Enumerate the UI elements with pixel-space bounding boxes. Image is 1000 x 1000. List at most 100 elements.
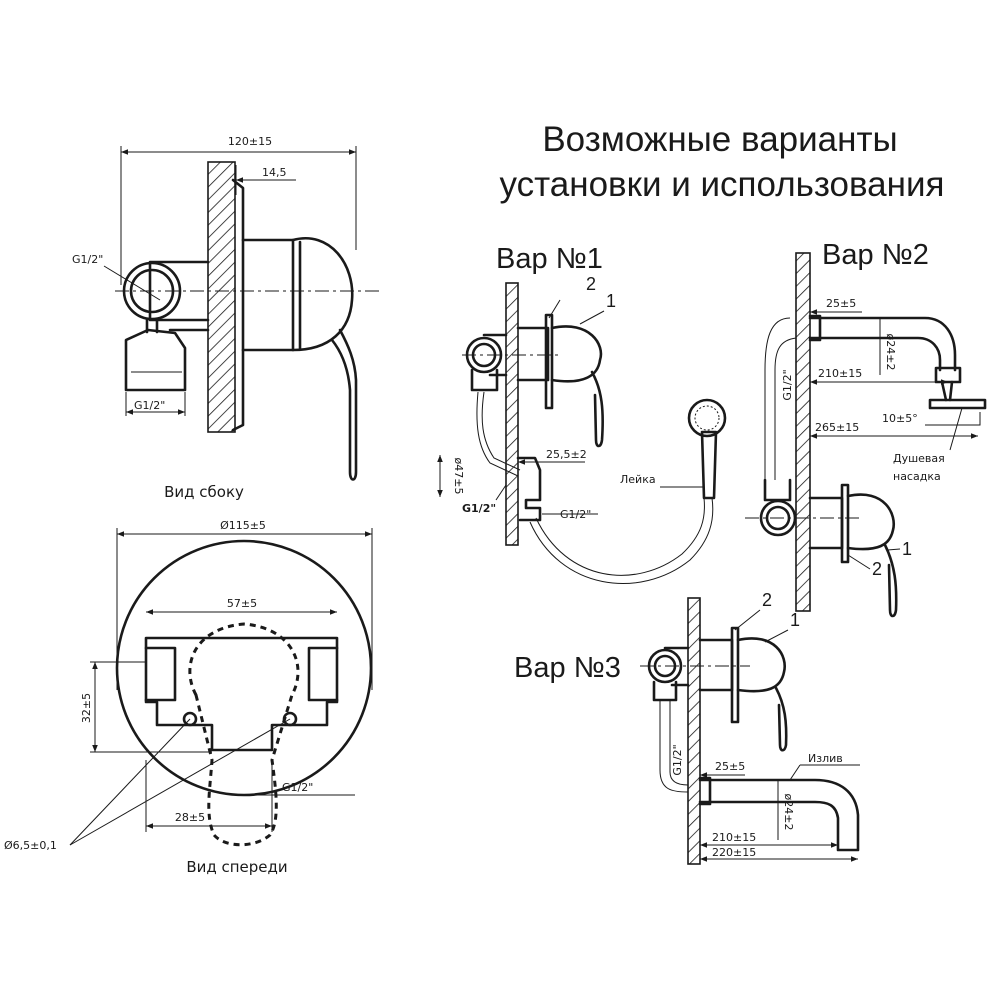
front-dim-height: 32±5 xyxy=(80,693,93,723)
variant2-lever xyxy=(883,543,898,618)
variant2-thread: G1/2" xyxy=(781,369,794,400)
side-handle-dome xyxy=(291,237,354,352)
variant2-shower-head-leader xyxy=(949,407,963,451)
variant1-shower-nozzles xyxy=(694,405,720,431)
front-outlets xyxy=(144,646,339,702)
variant3-rear xyxy=(652,646,690,702)
variant1-hose-internal xyxy=(476,391,521,477)
variant2-part2-leader xyxy=(847,554,871,570)
variant2-shower-head-2: насадка xyxy=(893,470,941,483)
variant2-angle-ref xyxy=(925,412,981,426)
variant2-shower-neck xyxy=(940,380,954,402)
side-dim-depth: 14,5 xyxy=(262,166,287,179)
variant2-part1: 1 xyxy=(902,539,912,559)
variant2-riser xyxy=(764,317,797,480)
variant1-thread-left: G1/2" xyxy=(462,502,496,515)
variant2-dim-210: 210±15 xyxy=(818,367,862,380)
variant3-collar xyxy=(698,776,712,806)
variant2-shower-plate xyxy=(928,398,987,410)
variant3-flange xyxy=(730,626,740,724)
side-flange xyxy=(231,178,245,432)
variant2-part2: 2 xyxy=(872,559,882,579)
variant1-body xyxy=(516,326,550,382)
front-body xyxy=(144,636,339,752)
variant3-lever xyxy=(774,686,788,752)
variant2-label: Вар №2 xyxy=(822,239,929,271)
variant3-wall xyxy=(687,597,701,865)
front-dim-diameter: Ø115±5 xyxy=(220,519,266,532)
variant2-dim-265: 265±15 xyxy=(815,421,859,434)
variant3-spout-leader-2 xyxy=(789,764,801,781)
variant3-part1-leader xyxy=(764,629,789,643)
variant3-label: Вар №3 xyxy=(514,652,621,684)
side-view: 120±15 14,5 G1/2" G1/2 xyxy=(72,135,380,501)
variant2-arm-top xyxy=(808,316,957,372)
variant1-thread-left-leader xyxy=(495,484,507,501)
variant3-spout-label: Излив xyxy=(808,752,843,765)
variant1-dome xyxy=(550,325,603,383)
front-hole-left xyxy=(182,711,198,727)
side-view-caption: Вид сбоку xyxy=(164,483,244,501)
side-thread-top: G1/2" xyxy=(72,253,103,266)
front-dim-spacing: 57±5 xyxy=(227,597,257,610)
variant-1: Вар №1 2 1 ø47±5 25,5±2 G1/2" G1/2" xyxy=(437,243,727,584)
variant1-flange xyxy=(544,313,554,410)
variant3-dim-210: 210±15 xyxy=(712,831,756,844)
variant3-spout xyxy=(698,778,860,852)
side-outlet-bottom xyxy=(124,328,187,392)
variant1-outlet-lower xyxy=(470,368,499,392)
variant1-hose-inner xyxy=(535,497,705,576)
variant2-dim-25: 25±5 xyxy=(826,297,856,310)
variant3-dim-25: 25±5 xyxy=(715,760,745,773)
variant3-dim-220: 220±15 xyxy=(712,846,756,859)
side-thread-bottom: G1/2" xyxy=(134,399,165,412)
variant2-wall xyxy=(795,252,811,612)
variant1-wall-connector xyxy=(516,456,542,522)
variant1-shower-handle xyxy=(700,430,718,500)
front-thread: G1/2" xyxy=(282,781,313,794)
variant1-part2-leader xyxy=(548,299,561,319)
side-lever xyxy=(330,328,358,481)
variant1-part1-leader xyxy=(579,310,605,325)
variant3-thread: G1/2" xyxy=(671,744,684,775)
front-lever-dotted xyxy=(188,622,300,847)
front-hole: Ø6,5±0,1 xyxy=(4,839,57,852)
side-body xyxy=(241,238,295,352)
title-line-1: Возможные варианты xyxy=(542,120,897,159)
variant2-arm-bottom xyxy=(808,336,942,372)
variant3-dim-d24: ø24±2 xyxy=(782,794,795,831)
variant2-collar xyxy=(808,314,822,342)
variant2-flange xyxy=(840,483,850,564)
variant2-outlet-upper xyxy=(763,478,792,502)
variant1-shower-head xyxy=(687,398,727,438)
title-line-2: установки и использования xyxy=(500,165,945,204)
variant2-dim-angle: 10±5° xyxy=(882,412,918,425)
variant1-hand-shower: Лейка xyxy=(620,473,656,486)
variant3-dome xyxy=(736,637,786,693)
variant1-hose-outer xyxy=(529,497,714,584)
variant2-body xyxy=(808,496,844,550)
front-view: Ø115±5 57±5 32±5 28±5 G1/2" Ø6,5±0,1 Вид… xyxy=(4,519,373,876)
front-dim-offset: 28±5 xyxy=(175,811,205,824)
variant3-body xyxy=(698,638,734,692)
variant-3: Вар №3 2 1 25±5 ø24±2 210±15 220±15 G1/2… xyxy=(514,590,860,865)
title-block: Возможные варианты установки и использов… xyxy=(500,120,945,204)
variant1-dim-height: ø47±5 xyxy=(452,458,465,495)
variant1-dim-offset: 25,5±2 xyxy=(546,448,587,461)
variant1-wall xyxy=(505,282,519,546)
variant1-part2: 2 xyxy=(586,274,596,294)
variant-2: Вар №2 1 2 25±5 ø24±2 210±15 xyxy=(745,239,987,618)
variant1-label: Вар №1 xyxy=(496,243,603,275)
variant2-shower-head-1: Душевая xyxy=(893,452,945,465)
variant1-part1: 1 xyxy=(606,291,616,311)
front-flange-circle xyxy=(115,539,373,797)
side-wall xyxy=(207,161,236,433)
variant3-part1: 1 xyxy=(790,610,800,630)
variant3-part2-leader xyxy=(734,609,761,631)
variant2-dome xyxy=(846,493,896,551)
side-thread-top-leader xyxy=(103,265,161,301)
variant2-dim-d24: ø24±2 xyxy=(884,334,897,371)
variant3-part2: 2 xyxy=(762,590,772,610)
